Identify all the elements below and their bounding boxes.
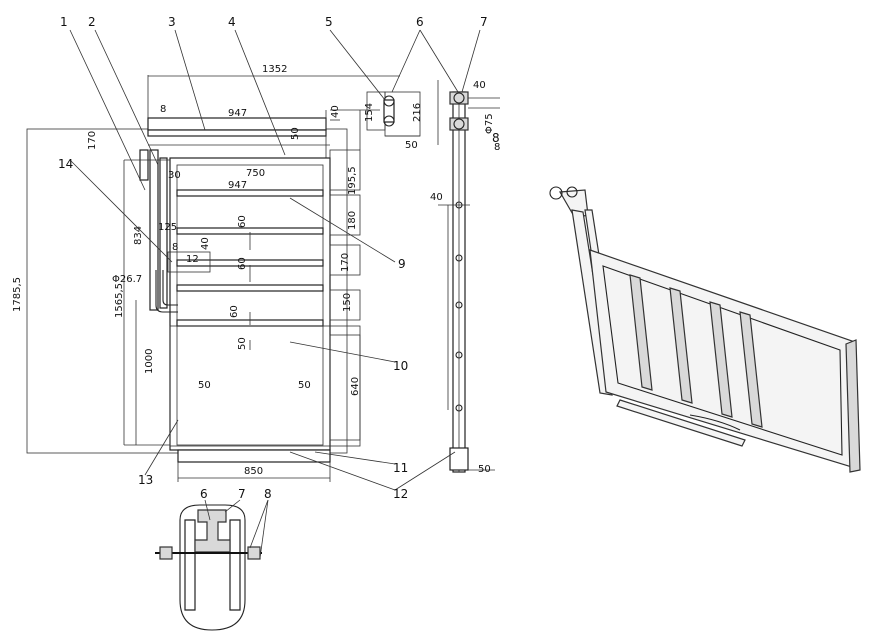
- dim-180: 180: [347, 211, 358, 230]
- dim-12: 12: [186, 254, 199, 265]
- callout-13: 13: [138, 473, 153, 487]
- dim-40-side-top: 40: [473, 80, 486, 91]
- dim-170-mid: 170: [340, 253, 351, 272]
- dim-947-mid: 947: [228, 180, 247, 191]
- dim-8-mid: 8: [172, 242, 178, 253]
- dimension-labels: 1352 947 8 40 154 216 50 170 50 750 30 1…: [12, 64, 500, 477]
- dim-195-5: 195,5: [347, 166, 358, 195]
- callout-3: 3: [168, 15, 176, 29]
- dim-50-top: 50: [290, 127, 301, 140]
- dim-750: 750: [246, 168, 265, 179]
- callout-5: 5: [325, 15, 333, 29]
- dim-1785-5: 1785,5: [12, 277, 23, 312]
- callout-9: 9: [398, 257, 406, 271]
- dim-50-roller: 50: [405, 140, 418, 151]
- dim-60-a: 60: [237, 215, 248, 228]
- dim-150: 150: [342, 293, 353, 312]
- dim-40-top: 40: [330, 105, 341, 118]
- dim-60-b: 60: [237, 257, 248, 270]
- callout-10: 10: [393, 359, 408, 373]
- dim-40-mid: 40: [200, 237, 211, 250]
- dim-1565-5: 1565,5: [114, 283, 125, 318]
- front-view: [26, 75, 421, 482]
- callout-1: 1: [60, 15, 68, 29]
- dim-154: 154: [364, 103, 375, 122]
- callout-2: 2: [88, 15, 96, 29]
- dim-8-top: 8: [160, 104, 166, 115]
- dim-834: 834: [133, 226, 144, 245]
- side-view: [437, 80, 500, 473]
- callout-7: 7: [480, 15, 488, 29]
- detail-callout-6: 6: [200, 487, 208, 501]
- dim-170-top: 170: [87, 131, 98, 150]
- isometric-view: [549, 186, 861, 473]
- dim-60-c: 60: [229, 305, 240, 318]
- callout-14: 14: [58, 157, 73, 171]
- roller-detail: [155, 504, 262, 631]
- dim-50-side: 50: [478, 464, 491, 475]
- detail-callout-8: 8: [264, 487, 272, 501]
- callout-8: 8: [492, 131, 500, 145]
- dim-50-left: 50: [198, 380, 211, 391]
- dim-947-top: 947: [228, 108, 247, 119]
- dim-640: 640: [350, 377, 361, 396]
- callout-4: 4: [228, 15, 236, 29]
- dim-phi-75: Φ75: [484, 113, 495, 134]
- dim-1352: 1352: [262, 64, 287, 75]
- dim-40-side: 40: [430, 192, 443, 203]
- dim-1000: 1000: [144, 349, 155, 374]
- dim-50-right: 50: [298, 380, 311, 391]
- dim-216: 216: [412, 103, 423, 122]
- detail-callout-7: 7: [238, 487, 246, 501]
- dim-30: 30: [168, 170, 181, 181]
- dim-850: 850: [244, 466, 263, 477]
- callout-12: 12: [393, 487, 408, 501]
- callout-6: 6: [416, 15, 424, 29]
- dim-8-side: 8: [494, 142, 500, 153]
- dim-phi-26-7: Φ26.7: [112, 274, 142, 285]
- callout-11: 11: [393, 461, 408, 475]
- callout-labels: 1 2 3 4 5 6 7 8 9 10 11 12 13 14 6 7 8: [58, 15, 500, 501]
- dim-125: 125: [158, 222, 177, 233]
- leader-lines: [69, 29, 481, 559]
- dim-50-mid: 50: [237, 337, 248, 350]
